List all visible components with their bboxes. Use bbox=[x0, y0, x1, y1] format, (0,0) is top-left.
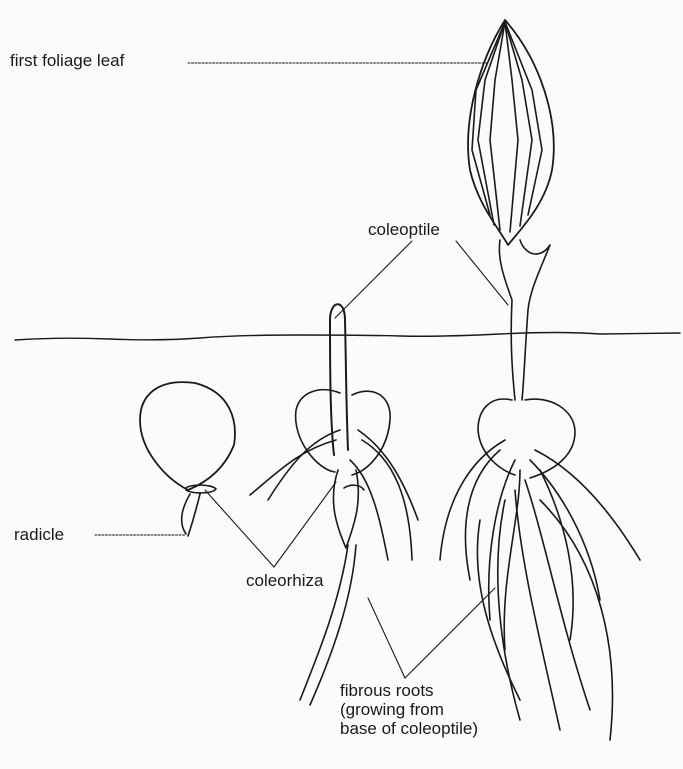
label-first-foliage-leaf: first foliage leaf bbox=[10, 51, 124, 70]
grain-stage-two bbox=[250, 304, 418, 705]
label-coleoptile: coleoptile bbox=[368, 220, 440, 239]
grain-stage-one bbox=[140, 382, 235, 536]
grain-stage-three bbox=[440, 20, 640, 740]
soil-surface-line bbox=[15, 333, 680, 341]
label-fibrous-roots: fibrous roots (growing from base of cole… bbox=[340, 681, 478, 738]
leader-fibrous-to-stage-two bbox=[368, 598, 405, 678]
leader-coleorhiza-to-stage-one bbox=[205, 490, 274, 567]
label-radicle: radicle bbox=[14, 525, 64, 544]
leader-coleoptile-to-stage-two bbox=[335, 241, 412, 318]
label-coleorhiza: coleorhiza bbox=[246, 571, 324, 590]
leader-coleoptile-to-stage-three bbox=[456, 241, 508, 305]
leader-coleorhiza-to-stage-two bbox=[274, 482, 336, 567]
leader-fibrous-to-stage-three bbox=[405, 588, 495, 678]
